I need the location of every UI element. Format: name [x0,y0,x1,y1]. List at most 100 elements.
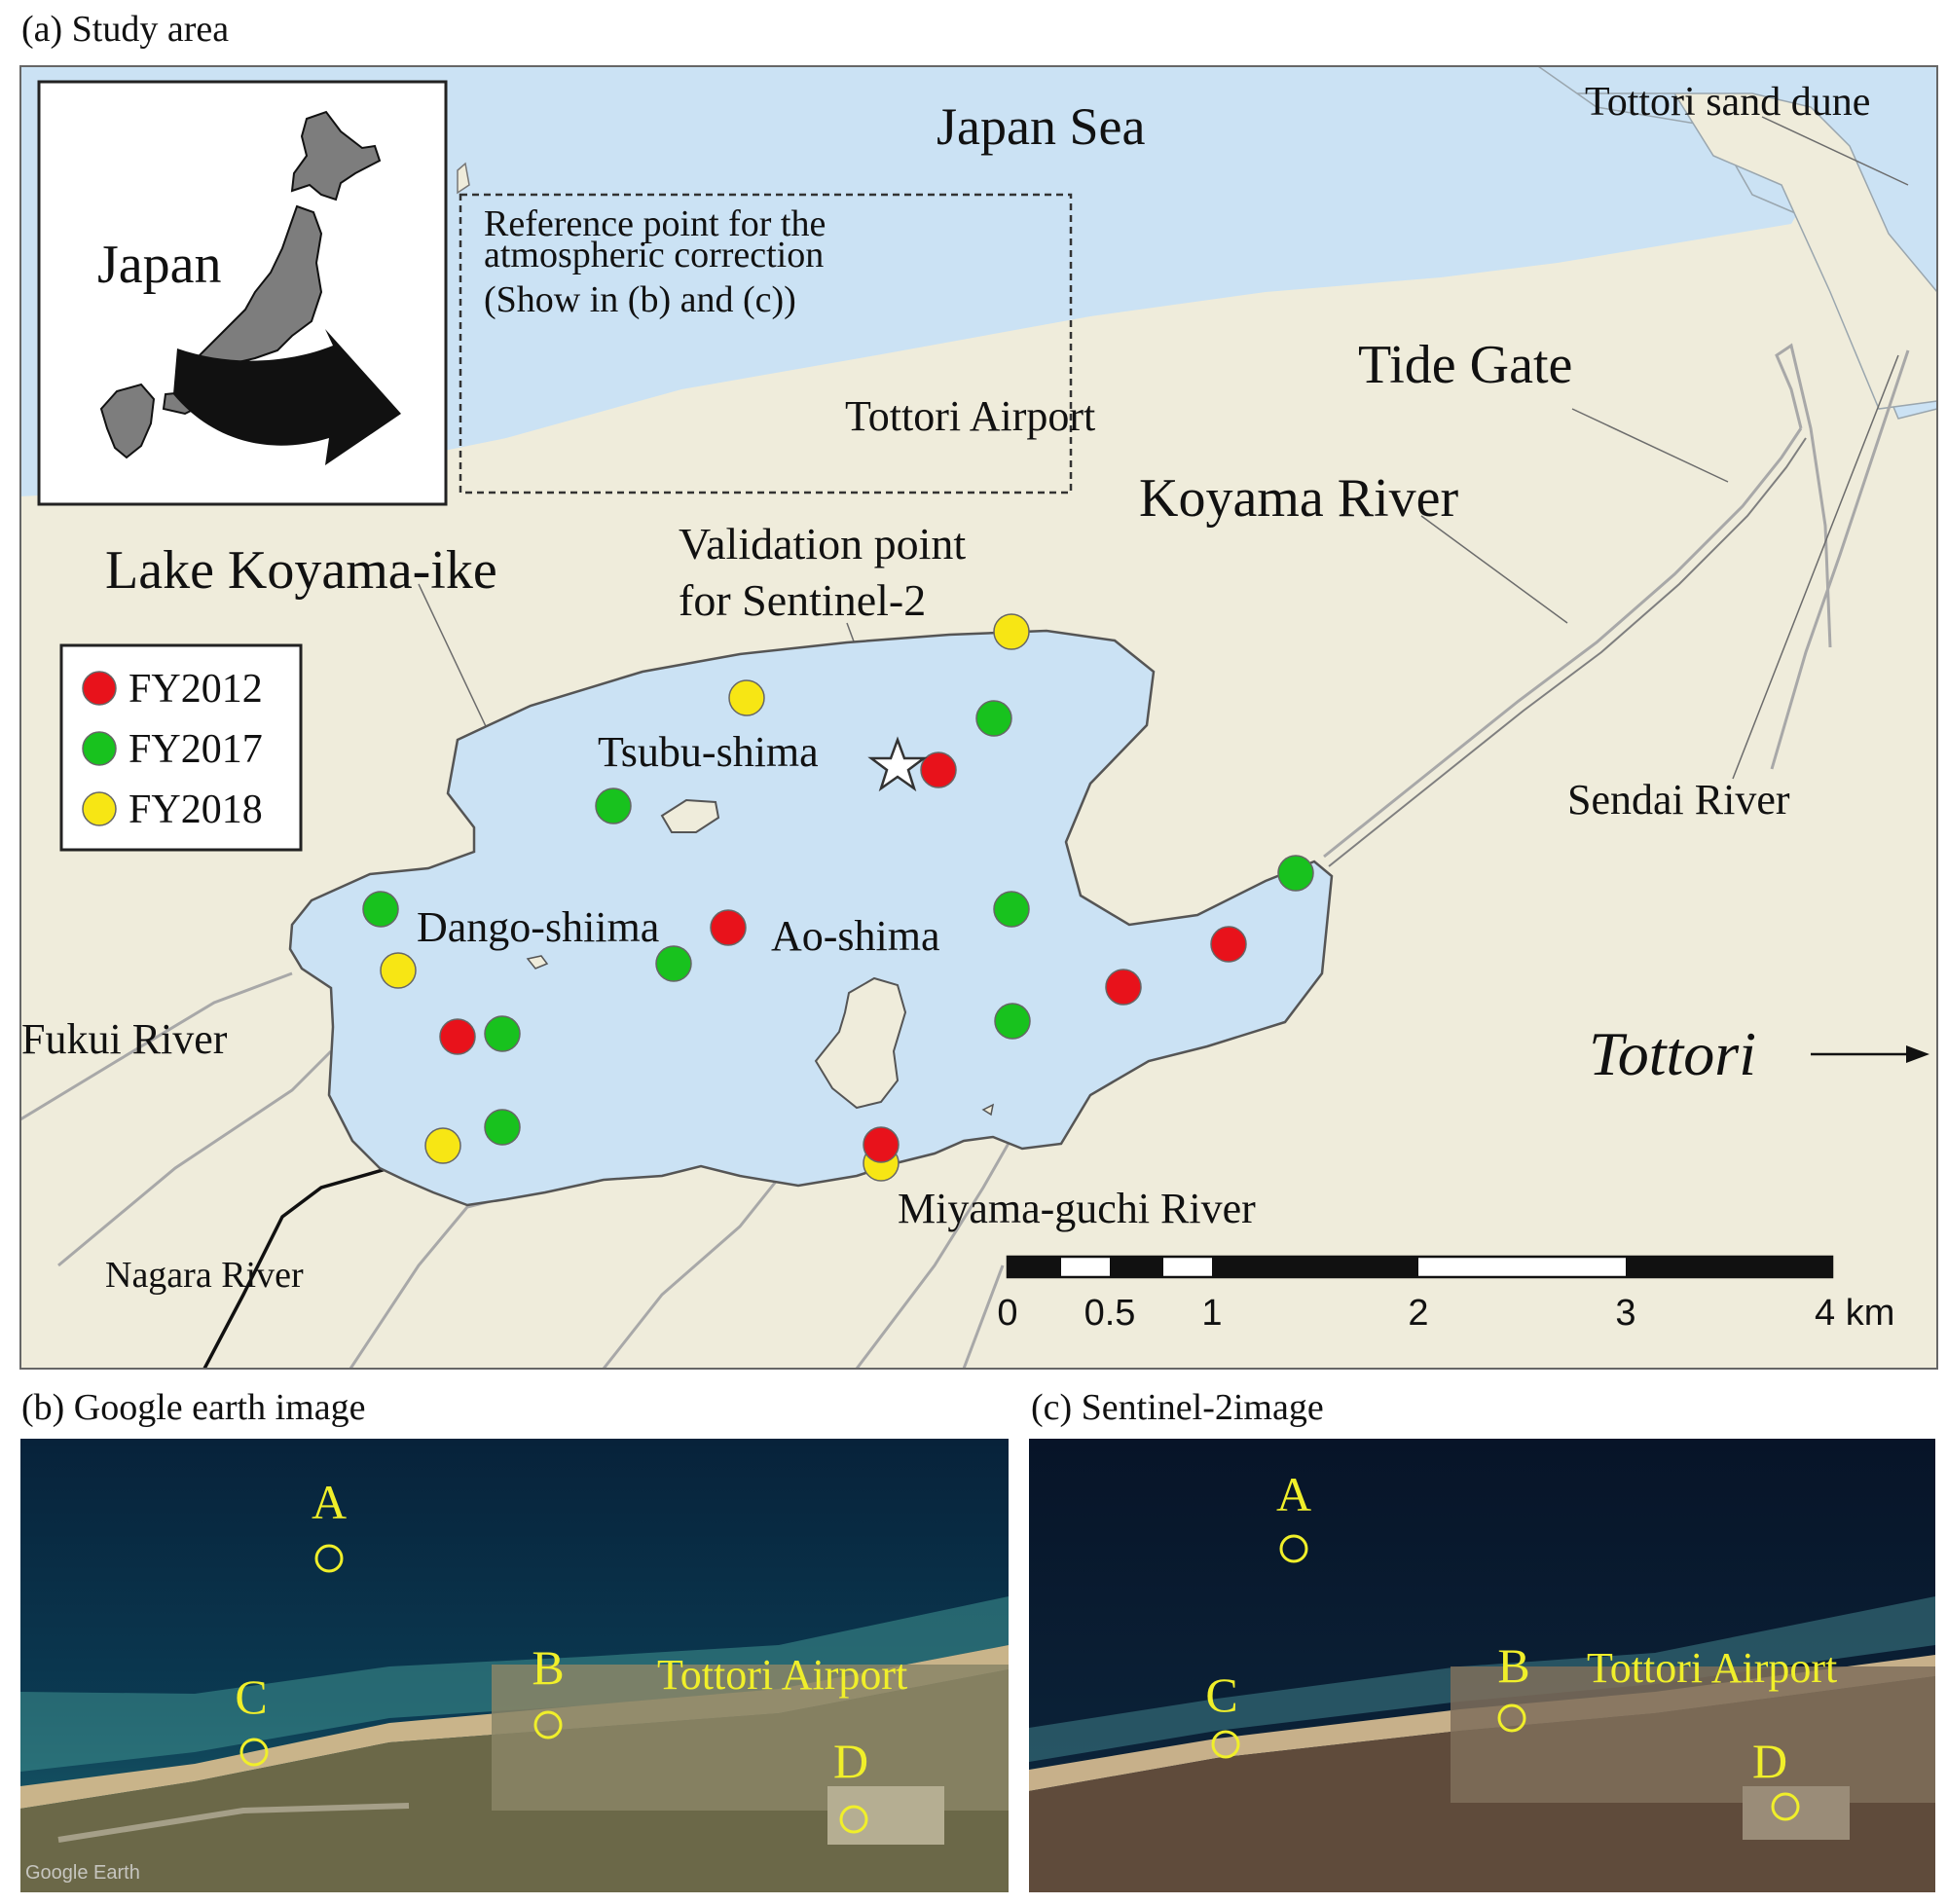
validation-point-label: for Sentinel-2 [679,575,926,625]
koyama-river-bank [1328,437,1807,867]
point-a-label: A [1276,1467,1311,1521]
tide-gate-label: Tide Gate [1358,335,1572,395]
inset-japan-label: Japan [97,235,222,295]
airport-label: Tottori Airport [657,1651,907,1699]
point-a-label: A [312,1475,347,1529]
dune-leader [1761,116,1909,186]
point-b-marker [533,1710,563,1739]
south-stream [962,1264,1005,1369]
ao-shima-island [814,976,907,1110]
scale-tick-label: 0 [997,1293,1017,1334]
point-fy2012 [439,1018,476,1055]
legend-swatch-fy2018 [82,791,117,826]
legend: FY2012 FY2017 FY2018 [59,643,303,852]
point-fy2017 [484,1015,521,1052]
point-a-marker [1279,1534,1308,1563]
nagara-river-label: Nagara River [105,1255,304,1296]
point-b-marker [1497,1703,1526,1733]
tottori-airport-label: Tottori Airport [845,392,1095,440]
point-c-label: C [1205,1667,1237,1722]
scale-tick-label: 3 [1615,1293,1635,1334]
point-fy2017 [595,787,632,824]
fukui-river-2 [57,1049,333,1267]
tide-gate-leader [1571,408,1729,483]
legend-label: FY2012 [129,667,263,712]
panel-b-caption: (b) Google earth image [21,1387,365,1428]
point-fy2012 [863,1126,900,1163]
panel-c-caption: (c) Sentinel-2image [1031,1387,1324,1428]
fukui-river [20,971,293,1121]
google-earth-credit: Google Earth [25,1862,140,1884]
koyama-river-label: Koyama River [1139,468,1458,529]
study-area-map: Japan FY2012 FY2017 FY2018 0 0.5 1 2 3 4… [20,66,1937,1369]
point-d-label: D [833,1734,868,1788]
point-fy2018 [728,679,765,716]
miyama-guchi-river [855,1118,1024,1369]
japan-inset: Japan [37,80,448,506]
tottori-sand-dune-label: Tottori sand dune [1585,80,1870,125]
point-markers [239,1544,868,1834]
reference-point-label: atmospheric correction [484,235,824,275]
point-c-marker [1211,1730,1240,1759]
scale-tick-label: 4 km [1815,1293,1894,1334]
kyushu-shape [99,383,156,459]
small-island [981,1103,995,1117]
point-d-marker [839,1805,868,1834]
legend-label: FY2018 [129,787,263,832]
validation-point-label: Validation point [679,519,966,568]
point-fy2017 [484,1109,521,1146]
runway-area [1451,1666,1935,1803]
scale-tick-label: 1 [1201,1293,1222,1334]
point-fy2017 [975,700,1012,737]
point-fy2017 [655,945,692,982]
japan-sea-water [20,66,1937,496]
point-b-label: B [532,1640,564,1695]
leader-lines [418,116,1909,828]
point-fy2018 [993,613,1030,650]
airport-label: Tottori Airport [1587,1644,1837,1692]
point-fy2017 [362,891,399,928]
point-fy2012 [1105,969,1142,1006]
point-fy2017 [994,1003,1031,1040]
point-d-label: D [1752,1734,1787,1788]
point-c-marker [239,1738,269,1767]
point-d-marker [1771,1792,1800,1821]
sentinel-2-image: A B C D Tottori Airport [1029,1439,1935,1892]
point-fy2017 [993,891,1030,928]
reference-point-label: (Show in (b) and (c)) [484,279,796,320]
lake-koyama-ike-label: Lake Koyama-ike [105,540,497,601]
scale-tick-label: 0.5 [1084,1293,1136,1334]
reference-point-label: Reference point for the [484,203,826,244]
point-c-label: C [235,1669,267,1724]
point-fy2017 [1277,855,1314,892]
point-b-label: B [1497,1638,1529,1693]
dango-shima-island [526,955,549,970]
airport-apron [827,1786,944,1845]
dune-land [1577,92,1937,410]
koyama-river [1323,427,1803,859]
scale-tick-label: 2 [1408,1293,1428,1334]
lake-koyama-ike [288,629,1334,1207]
dango-shiima-label: Dango-shiima [417,903,659,951]
point-fy2012 [920,751,957,788]
panel-a-frame [19,65,1938,1370]
point-fy2012 [710,909,747,946]
location-arrow-icon [173,329,401,465]
sendai-river-label: Sendai River [1567,776,1790,824]
tsubu-shima-island [660,798,720,833]
sendai-river [1770,349,1910,770]
tide-gate-channel [1775,343,1832,648]
miyama-guchi-river-label: Miyama-guchi River [898,1185,1256,1232]
point-fy2012 [1210,926,1247,963]
legend-swatch-fy2012 [82,671,117,706]
hokkaido-shape [290,110,382,201]
legend-swatch-fy2017 [82,731,117,766]
point-a-marker [314,1544,344,1573]
road [57,1803,410,1843]
miyama-stream [602,1177,781,1369]
sendai-leader [1732,354,1899,780]
tottori-label: Tottori [1589,1019,1756,1088]
panel-a-caption: (a) Study area [21,9,229,50]
validation-star-icon [867,736,928,792]
